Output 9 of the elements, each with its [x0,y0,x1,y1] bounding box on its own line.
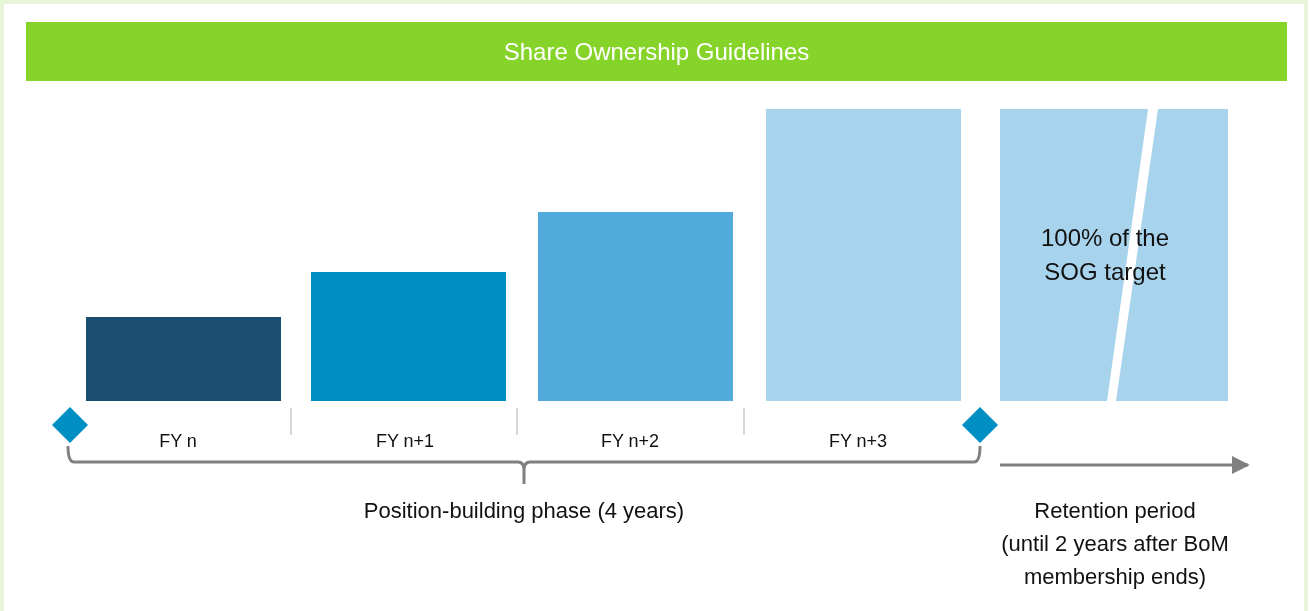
period-note: (until 2 years after BoM membership ends) [1000,530,1230,591]
year-label: FY n+2 [599,430,661,453]
year-label: FY n+3 [827,430,889,453]
phase-label: Position-building phase (4 years) [362,497,686,525]
title-banner: Share Ownership Guidelines [26,22,1287,81]
year-label: FY n [158,430,198,453]
bar-label: 100% of the SOG target [1039,223,1171,287]
year-label: FY n+1 [374,430,436,453]
period-label: Retention period [1033,497,1197,525]
